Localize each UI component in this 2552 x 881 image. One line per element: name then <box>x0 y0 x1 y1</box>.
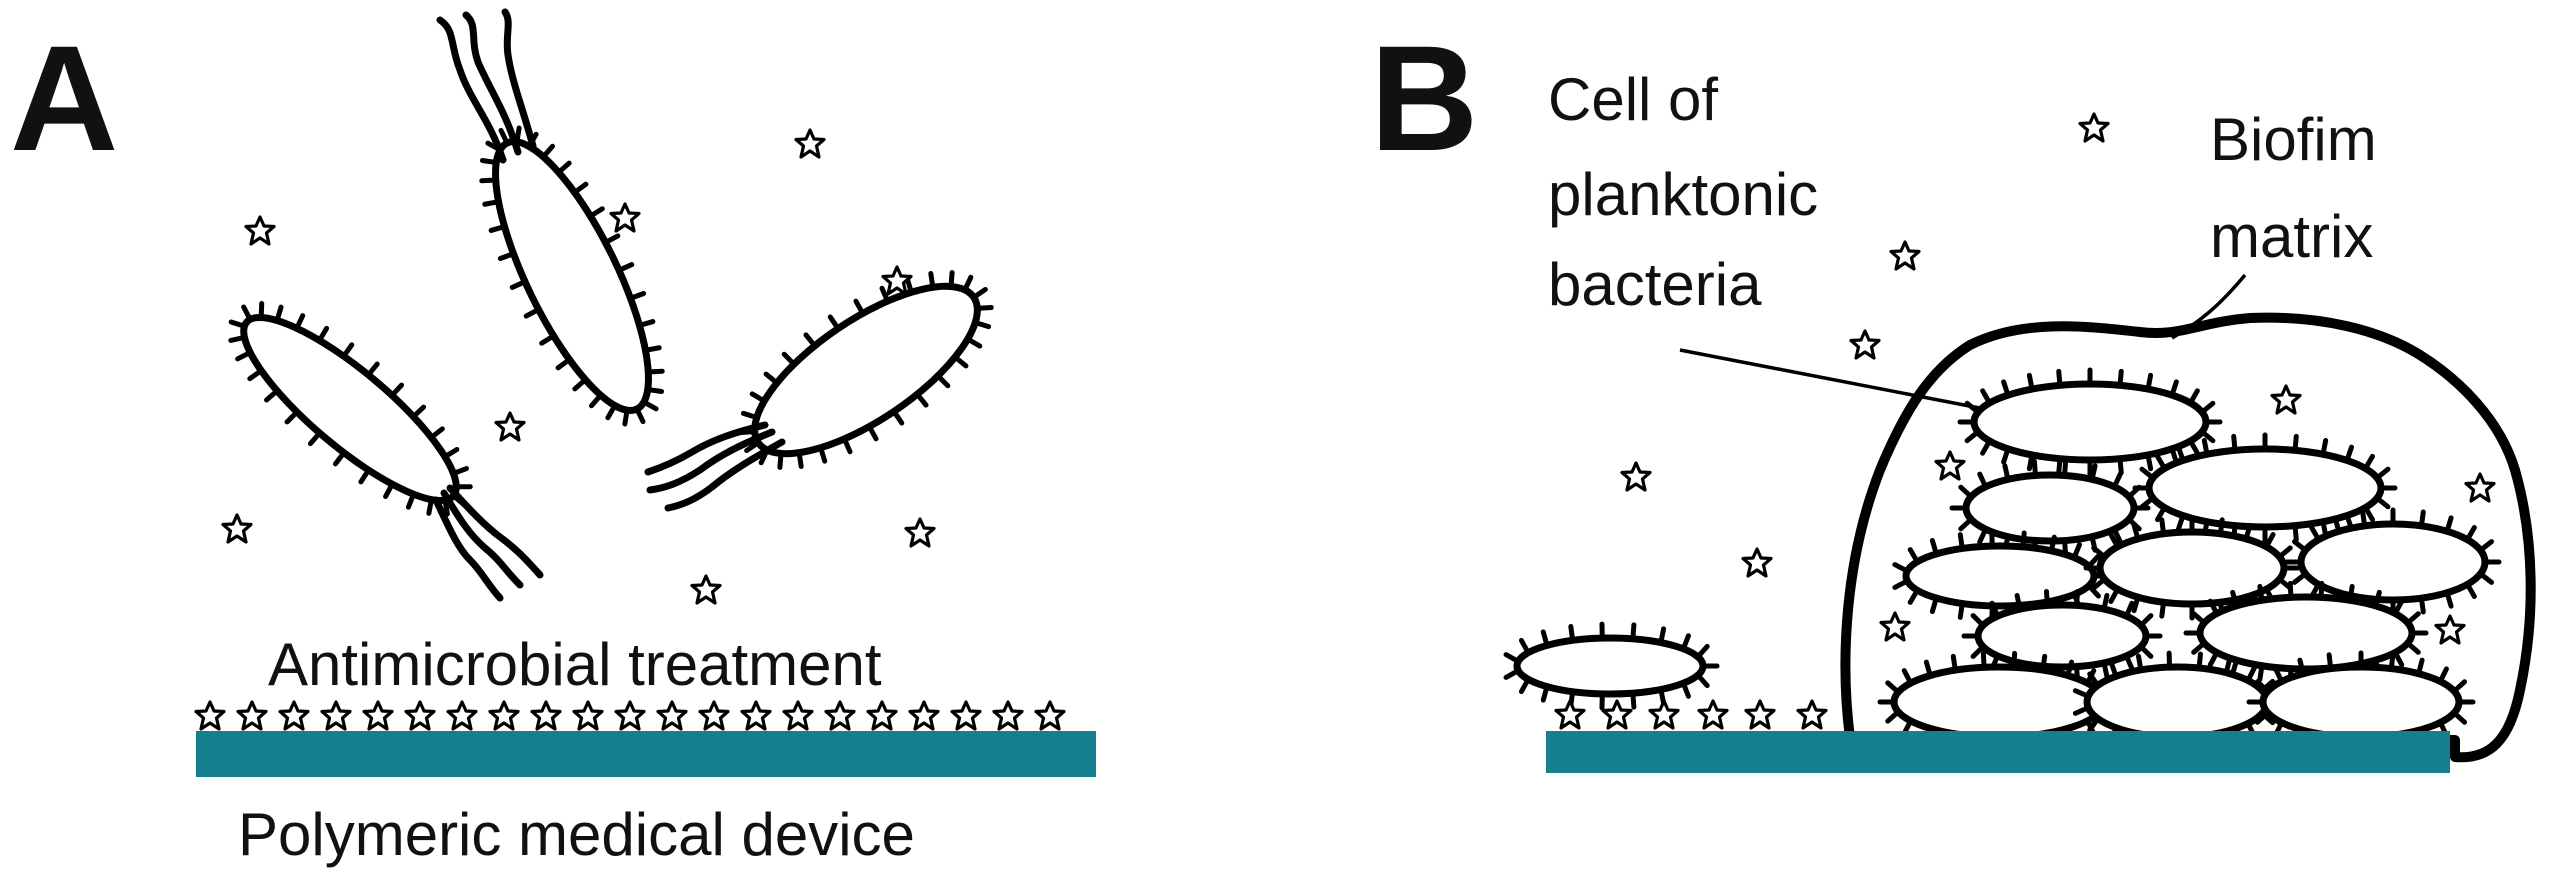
star-icon <box>494 411 526 442</box>
panel-b-letter: B <box>1370 14 1478 182</box>
svg-text:Cell of: Cell of <box>1548 66 1718 133</box>
planktonic-label: Cell of planktonic bacteria <box>1548 66 1818 318</box>
flagella-top <box>436 8 537 164</box>
svg-text:Biofim: Biofim <box>2210 106 2377 173</box>
coating-label: Antimicrobial treatment <box>268 631 882 698</box>
bacterium-top-icon <box>479 125 665 427</box>
star-icon <box>794 128 826 159</box>
panel-a: A <box>10 8 1096 868</box>
star-icon <box>904 517 936 548</box>
planktonic-leader <box>1679 348 1991 412</box>
bacterium-right-icon <box>738 270 994 470</box>
device-surface-a <box>196 731 1096 777</box>
star-icon <box>609 202 641 233</box>
matrix-label: Biofim matrix <box>2210 106 2377 270</box>
flagella-left <box>432 484 544 602</box>
panel-a-letter: A <box>10 14 118 182</box>
device-label: Polymeric medical device <box>238 801 915 868</box>
antimicrobial-coating-stars <box>194 700 1066 731</box>
star-icon <box>221 513 253 544</box>
flagella-right <box>644 421 786 512</box>
device-surface-b <box>1546 731 2450 773</box>
planktonic-bacterium-icon <box>1503 621 1720 711</box>
svg-text:planktonic: planktonic <box>1548 161 1818 228</box>
svg-text:matrix: matrix <box>2210 203 2373 270</box>
star-icon <box>244 215 276 246</box>
bacterium-left-icon <box>228 301 473 517</box>
star-icon <box>881 265 913 296</box>
matrix-leader <box>2171 273 2247 340</box>
svg-text:bacteria: bacteria <box>1548 251 1762 318</box>
biofilm-cells <box>1877 367 2502 754</box>
panel-b: B Cell of planktonic bacteria Biofim mat… <box>1370 14 2536 773</box>
star-icon <box>690 574 722 605</box>
